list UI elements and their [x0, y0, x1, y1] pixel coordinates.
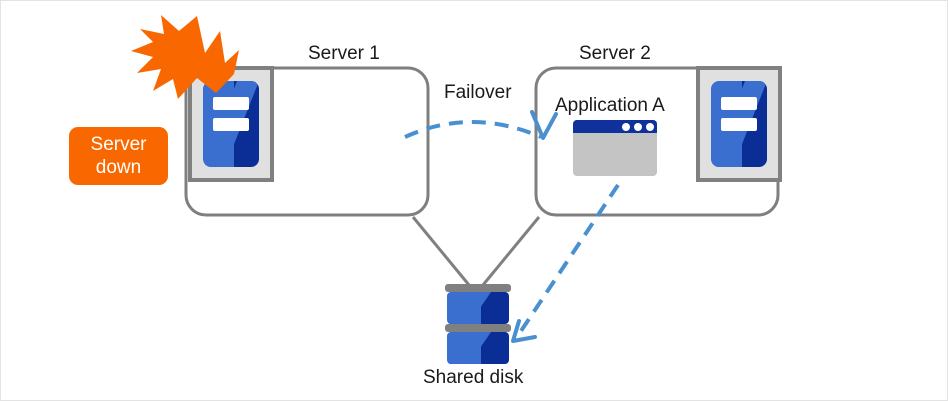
- server2-to-disk-line: [481, 216, 541, 286]
- explosion-burst-icon: [131, 15, 239, 99]
- server1-to-disk-line: [411, 216, 471, 286]
- app-to-disk-arrow: [511, 183, 620, 343]
- status-badge-line-1: Server: [90, 133, 147, 155]
- application-window-icon: [573, 120, 657, 176]
- failover-arrow: [404, 110, 558, 140]
- server-rack-icon: [696, 66, 782, 182]
- server-1-label: Server 1: [308, 43, 380, 64]
- shared-disk-icon: [445, 284, 511, 364]
- server-rack-icon: [188, 66, 274, 182]
- status-badge-line-2: down: [95, 157, 142, 178]
- application-a-label: Application A: [555, 95, 665, 116]
- shared-disk-label: Shared disk: [423, 367, 524, 388]
- server-2-label: Server 2: [579, 43, 651, 64]
- failover-label: Failover: [444, 82, 512, 103]
- status-badge-server-down: Server down: [69, 127, 168, 185]
